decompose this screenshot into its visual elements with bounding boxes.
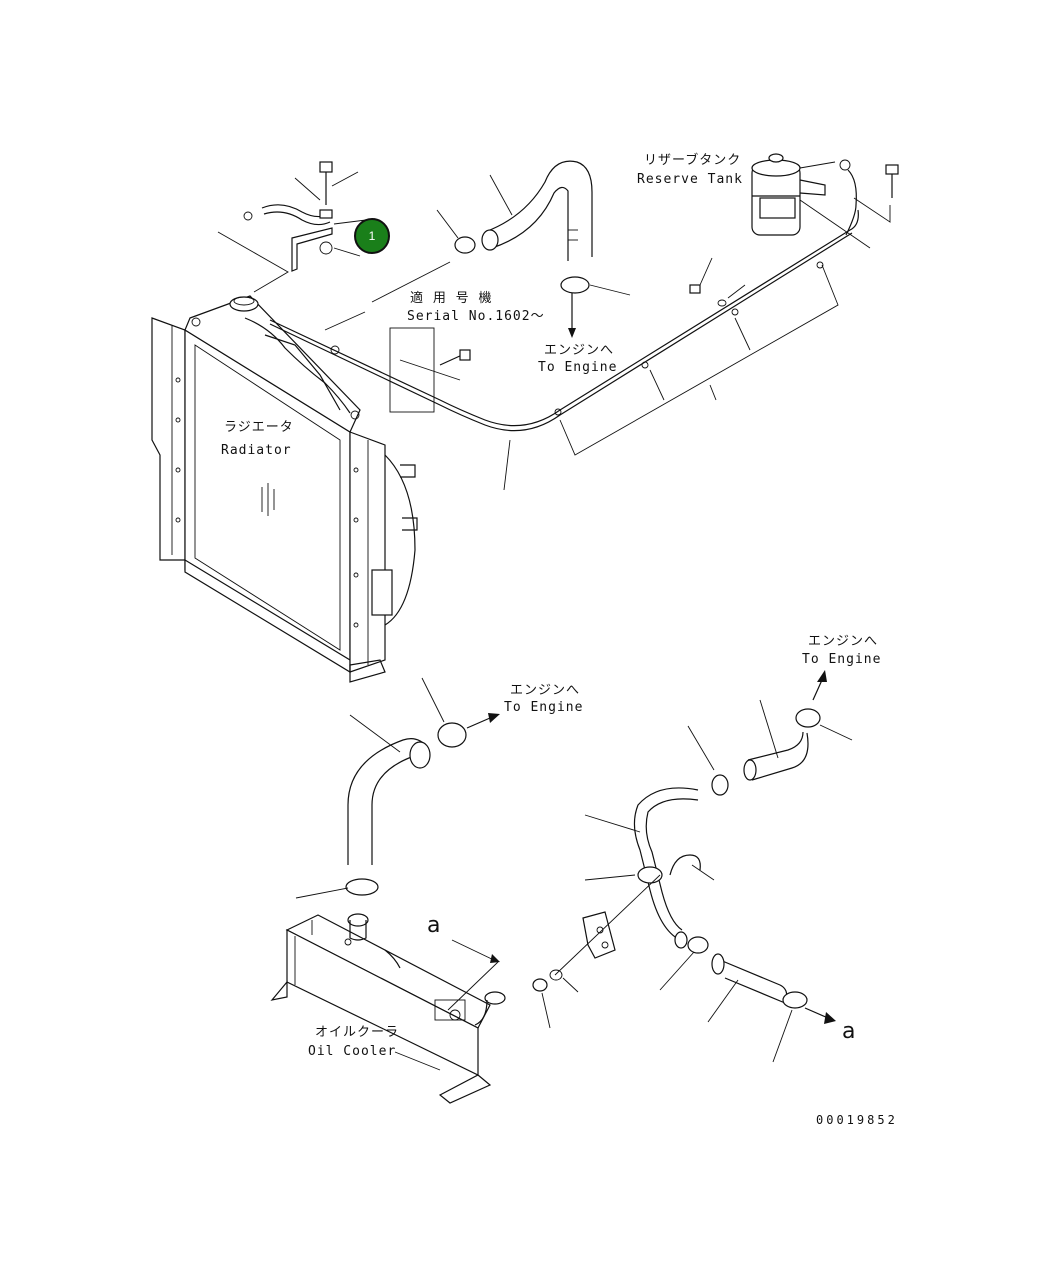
upper-radiator-hose bbox=[436, 160, 631, 338]
marker-a-left: a bbox=[427, 913, 441, 938]
oil-cooler-label-jp: オイルクーラ bbox=[315, 1025, 400, 1040]
radiator-label-en: Radiator bbox=[221, 443, 292, 458]
radiator bbox=[151, 295, 418, 683]
oil-cooler bbox=[270, 913, 506, 1104]
engine-label-en-top: To Engine bbox=[538, 360, 618, 375]
reserve-tank bbox=[751, 153, 899, 249]
engine-label-en-right: To Engine bbox=[802, 652, 882, 667]
overflow-hose-group bbox=[217, 161, 367, 293]
marker-a-right: a bbox=[842, 1019, 856, 1044]
callout-1-button[interactable]: 1 bbox=[354, 218, 390, 254]
engine-label-jp-left: エンジンへ bbox=[510, 683, 581, 698]
serial-label-jp: 適 用 号 機 bbox=[410, 291, 493, 306]
engine-label-jp-top: エンジンへ bbox=[544, 343, 615, 358]
oil-cooler-label-en: Oil Cooler bbox=[308, 1044, 397, 1059]
oil-cooler-hose bbox=[295, 677, 500, 899]
reserve-tank-label-jp: リザーブタンク bbox=[644, 153, 742, 168]
engine-label-en-left: To Engine bbox=[504, 700, 584, 715]
drawing-number: 00019852 bbox=[816, 1113, 898, 1127]
radiator-label-jp: ラジエータ bbox=[224, 420, 294, 435]
engine-return-pipe bbox=[532, 670, 853, 1063]
engine-label-jp-right: エンジンへ bbox=[808, 634, 879, 649]
reserve-tank-label-en: Reserve Tank bbox=[637, 172, 743, 187]
overflow-tube bbox=[269, 209, 859, 491]
serial-label-en: Serial No.1602～ bbox=[407, 309, 545, 324]
